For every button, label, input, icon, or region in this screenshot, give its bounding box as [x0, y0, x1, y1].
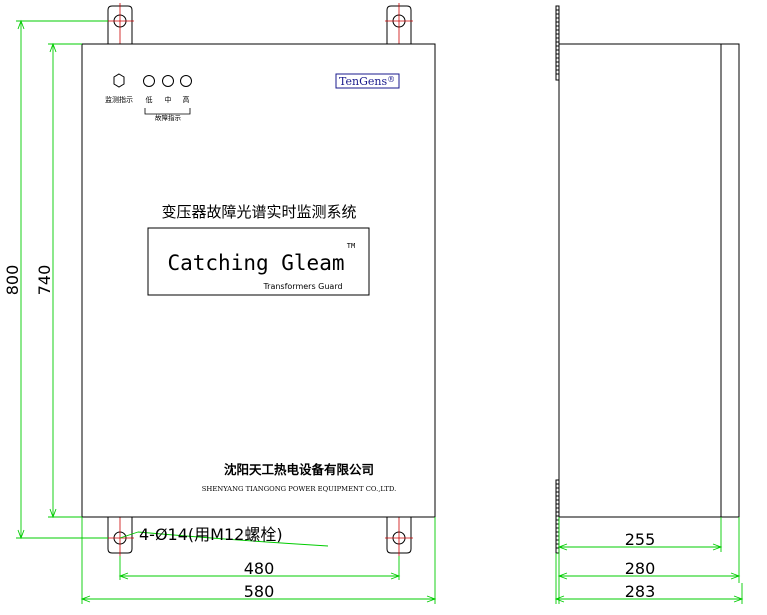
side-mount-top [555, 5, 560, 81]
brand-logo-text: TenGens [339, 75, 387, 88]
company-name-en: SHENYANG TIANGONG POWER EQUIPMENT CO.,LT… [202, 485, 397, 493]
side-mount-bottom [555, 479, 560, 554]
mount-tab-bottom-right [385, 517, 413, 556]
fault-indicator-mid-icon [162, 75, 174, 87]
product-tagline: Transformers Guard [262, 282, 342, 291]
brand-logo-mark: ® [387, 75, 395, 84]
brand-logo-box [335, 73, 400, 89]
dim-740: 740 [35, 265, 54, 296]
mount-tab-top-left [106, 3, 134, 44]
label-mid: 中 [165, 95, 172, 104]
mount-tab-bottom-left [106, 517, 134, 556]
front-dimensions [16, 19, 437, 604]
front-view: 监测指示 低 中 高 故障指示 TenGens® 变压器故障光谱实时监测系统 C… [81, 3, 436, 556]
label-monitor: 监测指示 [105, 95, 133, 104]
product-nameplate [147, 227, 370, 296]
dim-283: 283 [625, 582, 656, 601]
dim-580: 580 [244, 582, 275, 601]
brand-logo: TenGens® [339, 75, 395, 88]
monitor-indicator-icon [113, 73, 125, 88]
fault-indicator-high-icon [180, 75, 192, 87]
company-name-cn: 沈阳天工热电设备有限公司 [224, 462, 374, 477]
dim-280: 280 [625, 559, 656, 578]
system-title: 变压器故障光谱实时监测系统 [161, 203, 356, 221]
fault-indicator-low-icon [143, 75, 155, 87]
dim-255: 255 [625, 530, 656, 549]
dim-800: 800 [3, 265, 22, 296]
label-high: 高 [183, 95, 190, 104]
trademark-label: TM [347, 242, 355, 250]
side-dimensions [554, 517, 744, 604]
product-name: Catching Gleam [167, 251, 344, 275]
side-view [555, 5, 740, 554]
dim-hole-note: 4-Ø14(用M12螺栓) [139, 525, 283, 544]
enclosure-side [558, 43, 740, 518]
dim-480: 480 [244, 559, 275, 578]
enclosure-front [81, 43, 436, 518]
fault-group-bracket [144, 108, 191, 115]
label-low: 低 [146, 95, 153, 104]
label-fault-group: 故障指示 [155, 113, 182, 122]
mount-tab-top-right [385, 3, 413, 44]
